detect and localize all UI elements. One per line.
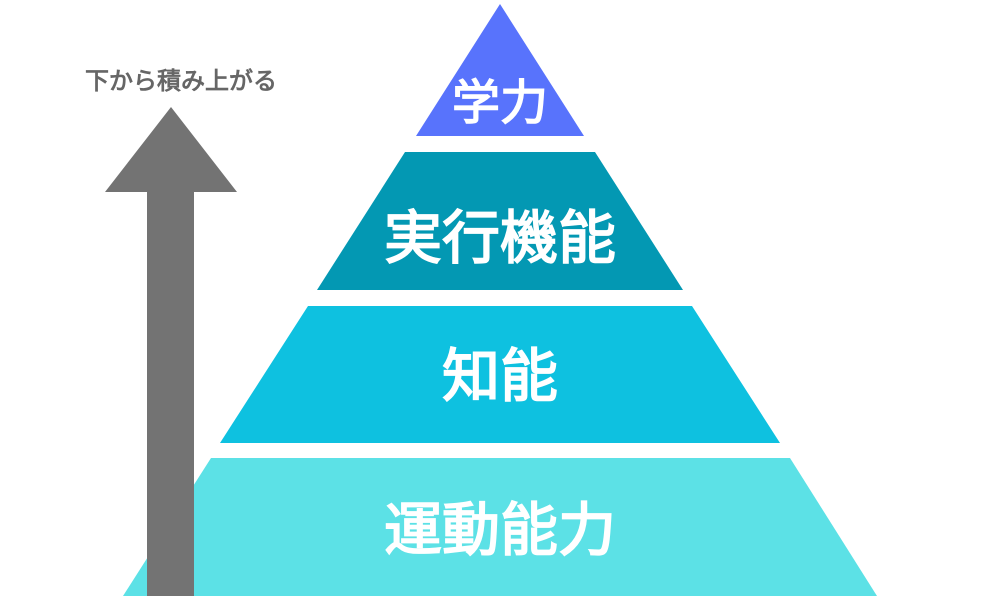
pyramid-layer-3: [220, 306, 780, 443]
layer-label-academic: 学力: [452, 75, 548, 131]
pyramid-layer-top: [416, 4, 584, 136]
build-up-caption: 下から積み上がる: [85, 67, 277, 95]
layer-label-intelligence: 知能: [442, 342, 558, 410]
pyramid: 学力 実行機能 知能 運動能力: [123, 4, 877, 596]
layer-label-motor-ability: 運動能力: [384, 496, 616, 564]
layer-label-executive-function: 実行機能: [384, 204, 616, 272]
pyramid-layer-2: [317, 152, 683, 290]
up-arrow-icon: [105, 107, 237, 596]
pyramid-layer-bottom: [123, 458, 877, 596]
